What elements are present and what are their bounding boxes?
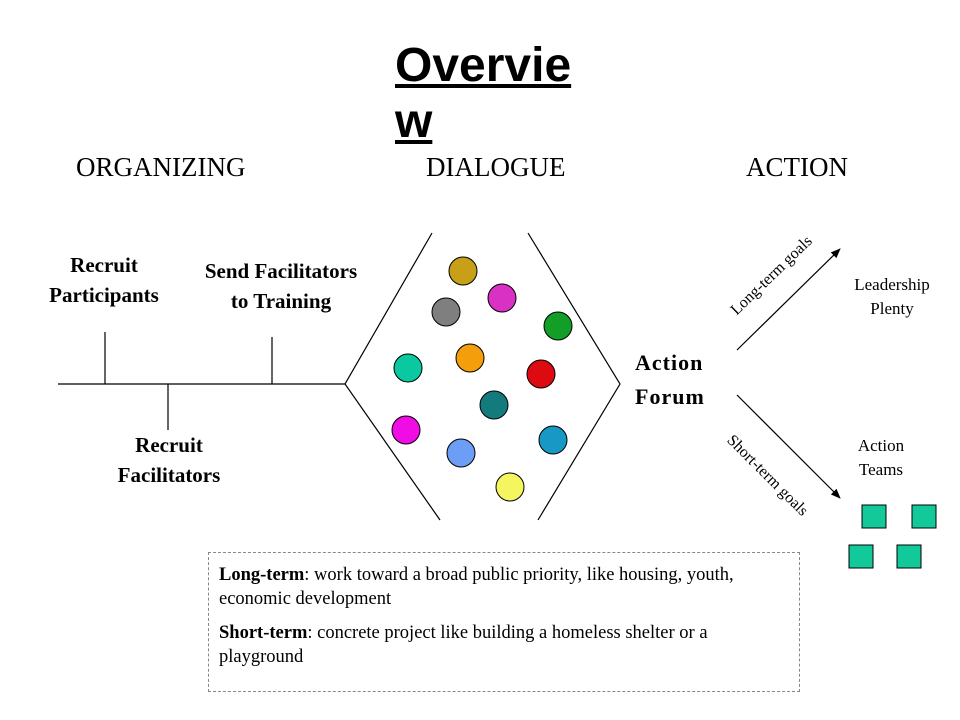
label-leadership-plenty: Leadership Plenty [854,275,930,318]
action-team-square [896,544,922,569]
dialogue-circle [526,359,556,389]
goals-legend-box: Long-term: work toward a broad public pr… [208,552,800,692]
legend-short-term: Short-term: concrete project like buildi… [219,621,789,669]
dialogue-circle [391,415,421,445]
dialogue-circle [446,438,476,468]
legend-short-term-text: : concrete project like building a homel… [219,623,708,667]
dialogue-hexagon-right [527,232,621,521]
phase-organizing: ORGANIZING [76,152,246,182]
legend-short-term-label: Short-term [219,623,308,643]
dialogue-circle [448,256,478,286]
dialogue-circle [393,353,423,383]
label-action-forum: Action Forum [635,350,705,409]
label-recruit-participants: Recruit Participants [49,253,159,307]
legend-long-term-label: Long-term [219,565,305,585]
page-title: Overview [395,39,572,148]
label-recruit-facilitators: Recruit Facilitators [117,433,221,487]
phase-dialogue: DIALOGUE [426,152,566,182]
long-term-arrow [736,248,841,351]
label-send-facilitators: Send Facilitators to Training [204,259,358,313]
dialogue-circle [538,425,568,455]
dialogue-hexagon-left [344,232,441,521]
action-team-square [911,504,937,529]
action-team-square [861,504,887,529]
action-team-squares [848,504,937,569]
legend-long-term-text: : work toward a broad public priority, l… [219,565,734,609]
action-team-square [848,544,874,569]
dialogue-circle [455,343,485,373]
label-action-teams: Action Teams [857,436,905,479]
phase-action: ACTION [746,152,848,182]
dialogue-circle [431,297,461,327]
dialogue-circle [487,283,517,313]
dialogue-circles [391,256,573,502]
dialogue-circle [495,472,525,502]
short-term-arrow [736,394,841,499]
dialogue-circle [543,311,573,341]
dialogue-circle [479,390,509,420]
legend-long-term: Long-term: work toward a broad public pr… [219,563,789,611]
